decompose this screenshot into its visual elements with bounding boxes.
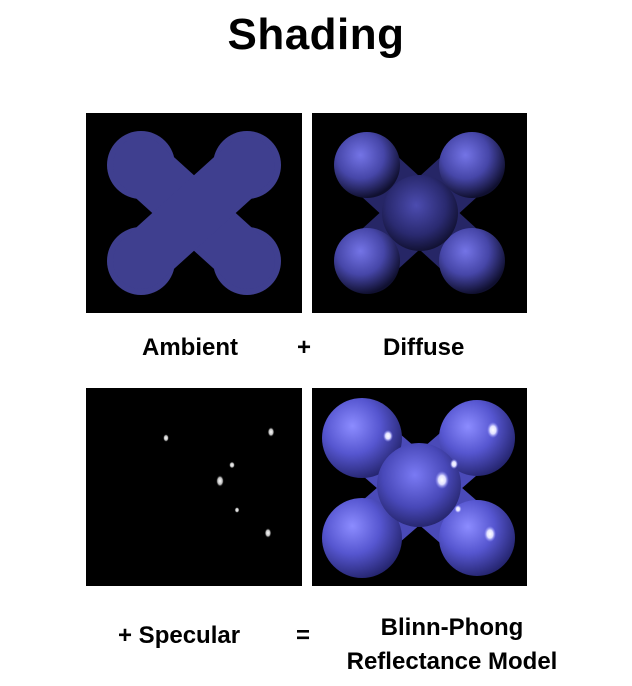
diffuse-image <box>334 132 505 294</box>
diffuse-panel <box>312 113 527 313</box>
specular-image <box>163 427 275 538</box>
ambient-label: Ambient <box>142 334 238 361</box>
result-label-line1: Blinn-Phong <box>380 614 524 641</box>
result-label-line2: Reflectance Model <box>346 648 558 675</box>
page-title: Shading <box>227 10 405 59</box>
specular-label: + Specular <box>118 622 241 649</box>
diffuse-label: Diffuse <box>383 334 465 361</box>
equals-sign: = <box>296 622 311 649</box>
ambient-image <box>107 131 281 295</box>
blinn-phong-image <box>322 398 515 578</box>
specular-panel <box>86 388 302 586</box>
ambient-panel <box>86 113 302 313</box>
blinn-phong-panel <box>312 388 527 586</box>
plus-sign: + <box>297 334 312 361</box>
